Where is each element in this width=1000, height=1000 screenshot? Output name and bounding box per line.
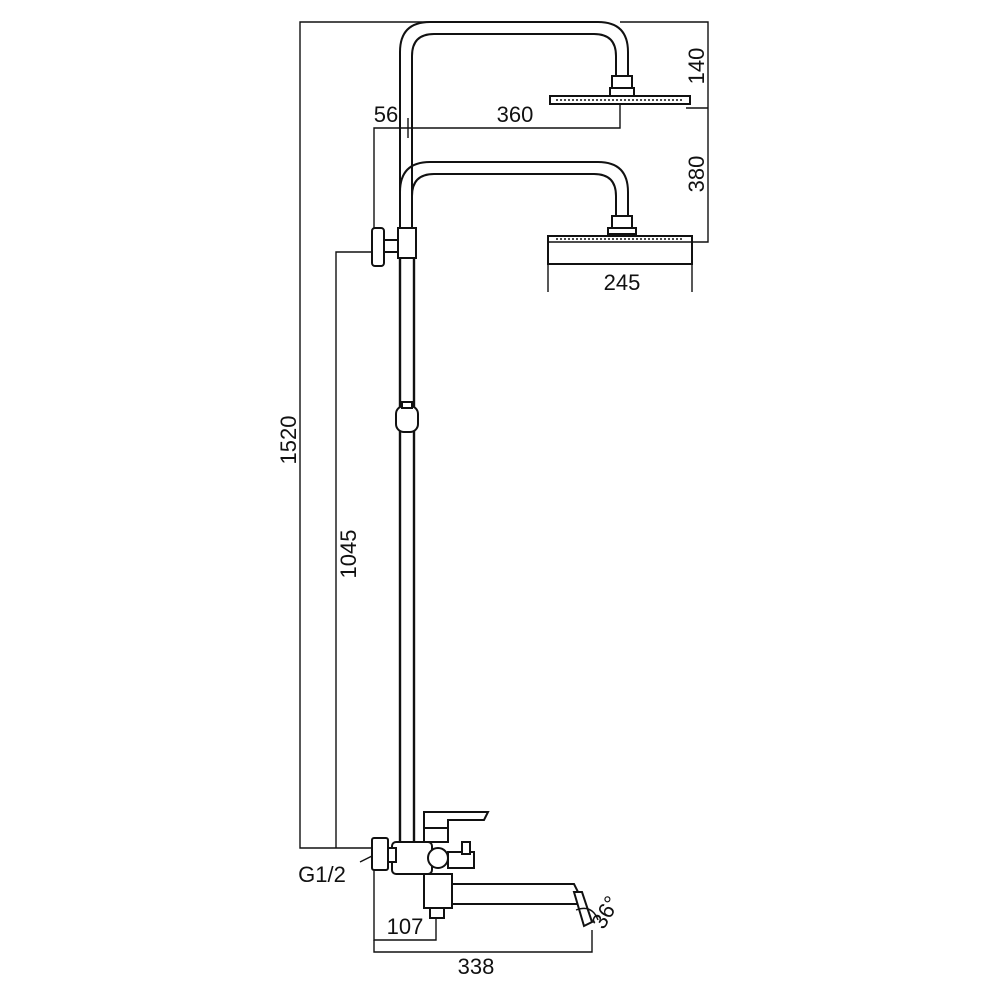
lower-shower-head — [547, 235, 693, 265]
label-arm-offset: 56 — [374, 102, 398, 127]
label-head-spacing: 380 — [684, 156, 709, 193]
label-upper-head-drop: 140 — [684, 48, 709, 85]
upper-wall-bracket — [371, 227, 417, 267]
upper-shower-assembly — [399, 21, 691, 240]
label-outlet-height: 1045 — [336, 530, 361, 579]
dimension-lines — [299, 21, 709, 953]
label-upper-arm-length: 360 — [497, 102, 534, 127]
label-total-height: 1520 — [276, 416, 301, 465]
label-head-diameter: 245 — [604, 270, 641, 295]
riser-pipe — [395, 258, 419, 842]
label-spout-length: 338 — [458, 954, 495, 979]
label-inlet-thread: G1/2 — [298, 862, 346, 887]
wall-inlet — [371, 837, 389, 871]
lower-shower-assembly — [399, 161, 693, 265]
label-spout-offset: 107 — [387, 914, 424, 939]
label-spout-angle: 36° — [586, 892, 624, 933]
mixer-lever — [423, 811, 490, 829]
sliding-holder — [395, 405, 419, 433]
bath-mixer — [359, 811, 599, 928]
bath-spout — [451, 883, 579, 905]
dimension-labels: 1520 1045 56 360 140 380 245 G1/2 107 33… — [276, 48, 709, 979]
